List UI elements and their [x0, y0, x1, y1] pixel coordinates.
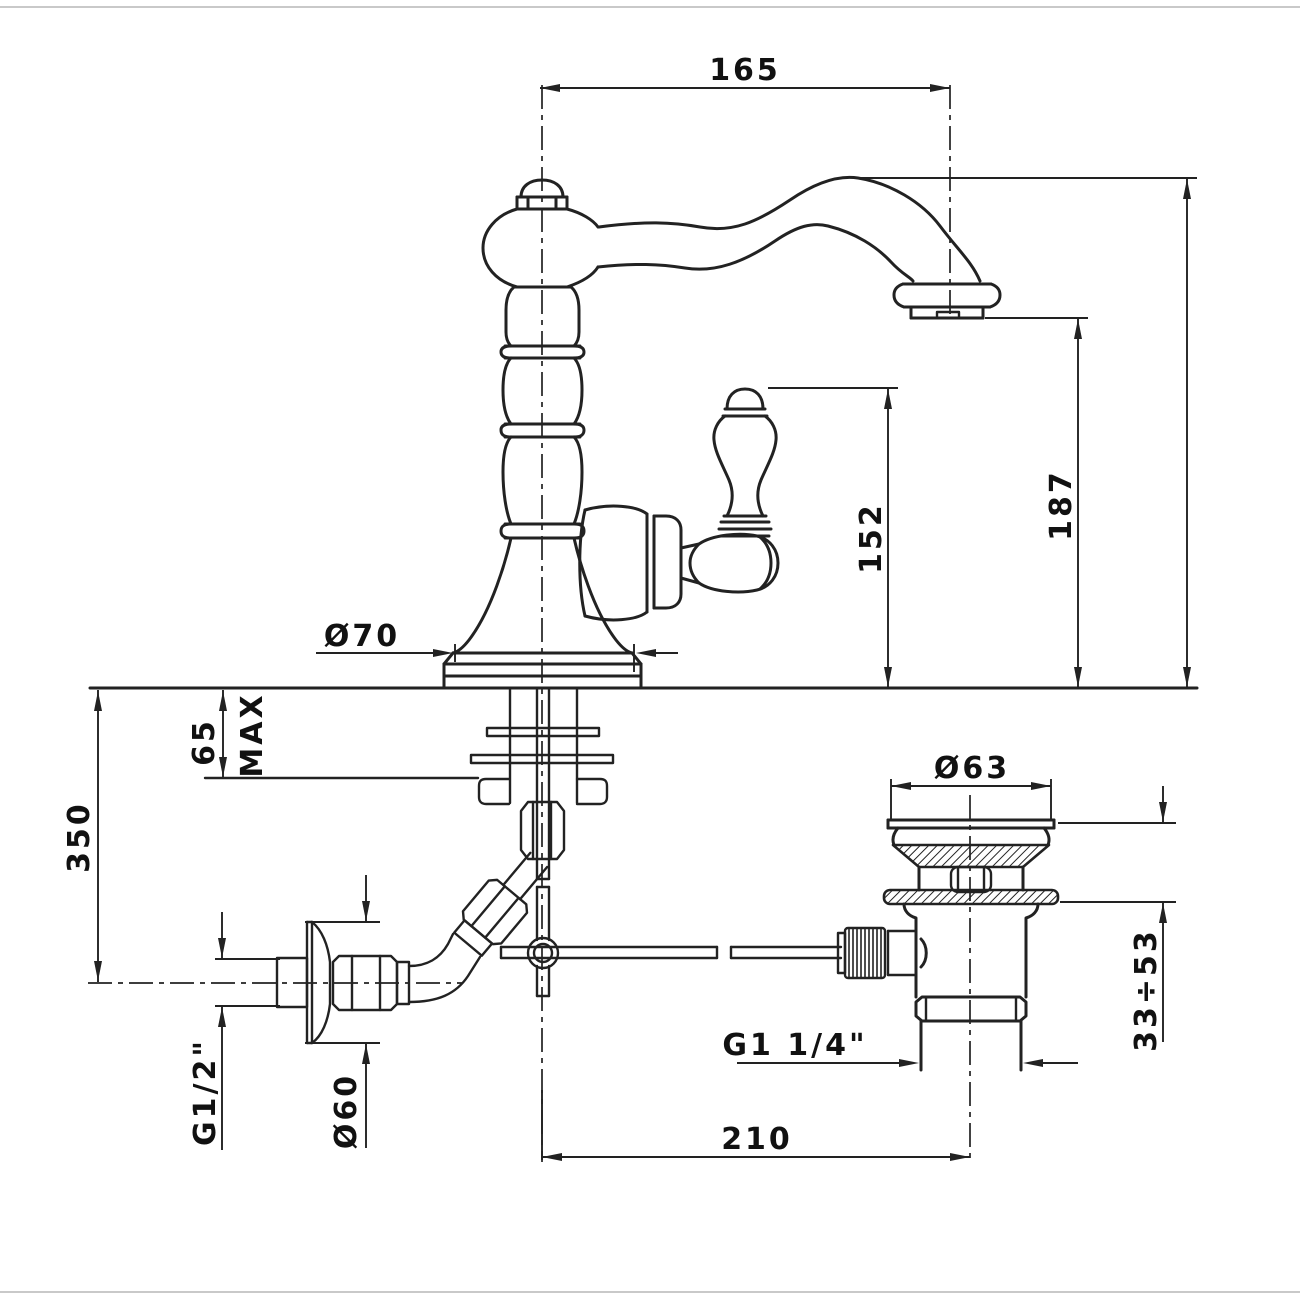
dim-max-label: MAX: [235, 692, 270, 777]
drain-assembly: [836, 818, 1060, 1072]
dim-g12-label: G1/2": [188, 1038, 223, 1146]
pop-up-linkage: [499, 857, 843, 998]
dim-210: 210: [541, 1090, 970, 1161]
dim-3353: 33÷53: [1058, 786, 1176, 1052]
dim-210-label: 210: [721, 1122, 793, 1157]
dim-65-max: 65 MAX: [187, 690, 270, 778]
faucet-body: [451, 178, 634, 655]
dim-65-label: 65: [187, 718, 222, 766]
faucet-base: [442, 651, 643, 690]
counter-line: [88, 686, 1199, 780]
dim-g12: G1/2": [188, 912, 280, 1150]
dim-258: 258: [860, 177, 1197, 688]
dim-165: 165: [540, 53, 950, 92]
dim-350: 350: [62, 690, 102, 982]
centerlines: [88, 85, 971, 1162]
dim-187: 187: [985, 317, 1088, 688]
supply-elbow: [275, 851, 549, 1045]
dim-152-label: 152: [854, 502, 889, 574]
dim-63-label: Ø63: [934, 751, 1010, 786]
dim-70-label: Ø70: [324, 619, 400, 654]
dim-187-label: 187: [1044, 469, 1079, 541]
spout: [596, 175, 1002, 320]
dim-g114: G1 1/4": [722, 1028, 1078, 1067]
dim-60: Ø60: [305, 875, 380, 1149]
dim-152: 152: [768, 387, 898, 688]
dim-165-label: 165: [709, 53, 781, 88]
dim-60-label: Ø60: [329, 1073, 364, 1149]
sheet-border: [0, 6, 1300, 1293]
knurl-lines: [848, 929, 882, 977]
dim-3353-label: 33÷53: [1129, 928, 1164, 1052]
under-counter-assembly: [469, 686, 615, 861]
dim-g114-label: G1 1/4": [722, 1028, 867, 1063]
dim-70: Ø70: [316, 619, 678, 672]
handle-assembly: [578, 387, 780, 622]
dim-63: Ø63: [890, 751, 1052, 819]
dim-350-label: 350: [62, 801, 97, 873]
